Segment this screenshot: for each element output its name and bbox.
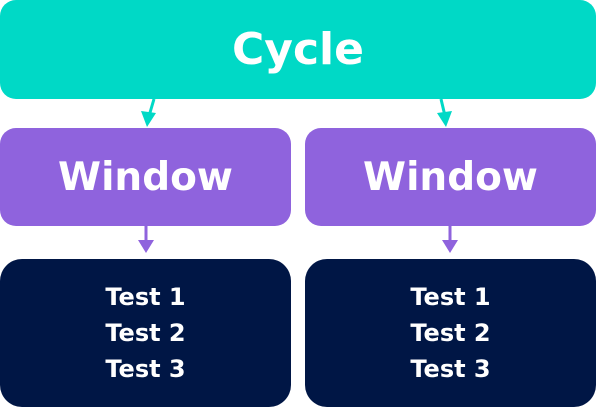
test-item-left-2: Test 2 — [105, 319, 186, 347]
arrow-window-left-to-tests — [138, 226, 154, 253]
arrow-cycle-to-window-right — [437, 98, 452, 127]
test-item-left-1: Test 1 — [105, 283, 186, 311]
window-node-left: Window — [0, 128, 291, 226]
test-item-right-3: Test 3 — [410, 355, 491, 383]
test-item-right-1: Test 1 — [410, 283, 491, 311]
arrow-cycle-to-window-left — [141, 98, 156, 127]
tests-node-right: Test 1 Test 2 Test 3 — [305, 259, 596, 407]
test-item-right-2: Test 2 — [410, 319, 491, 347]
cycle-node: Cycle — [0, 0, 596, 99]
test-item-left-3: Test 3 — [105, 355, 186, 383]
window-label-left: Window — [58, 154, 233, 200]
cycle-label: Cycle — [232, 24, 364, 75]
tests-node-left: Test 1 Test 2 Test 3 — [0, 259, 291, 407]
window-label-right: Window — [363, 154, 538, 200]
arrow-window-right-to-tests — [442, 226, 458, 253]
window-node-right: Window — [305, 128, 596, 226]
